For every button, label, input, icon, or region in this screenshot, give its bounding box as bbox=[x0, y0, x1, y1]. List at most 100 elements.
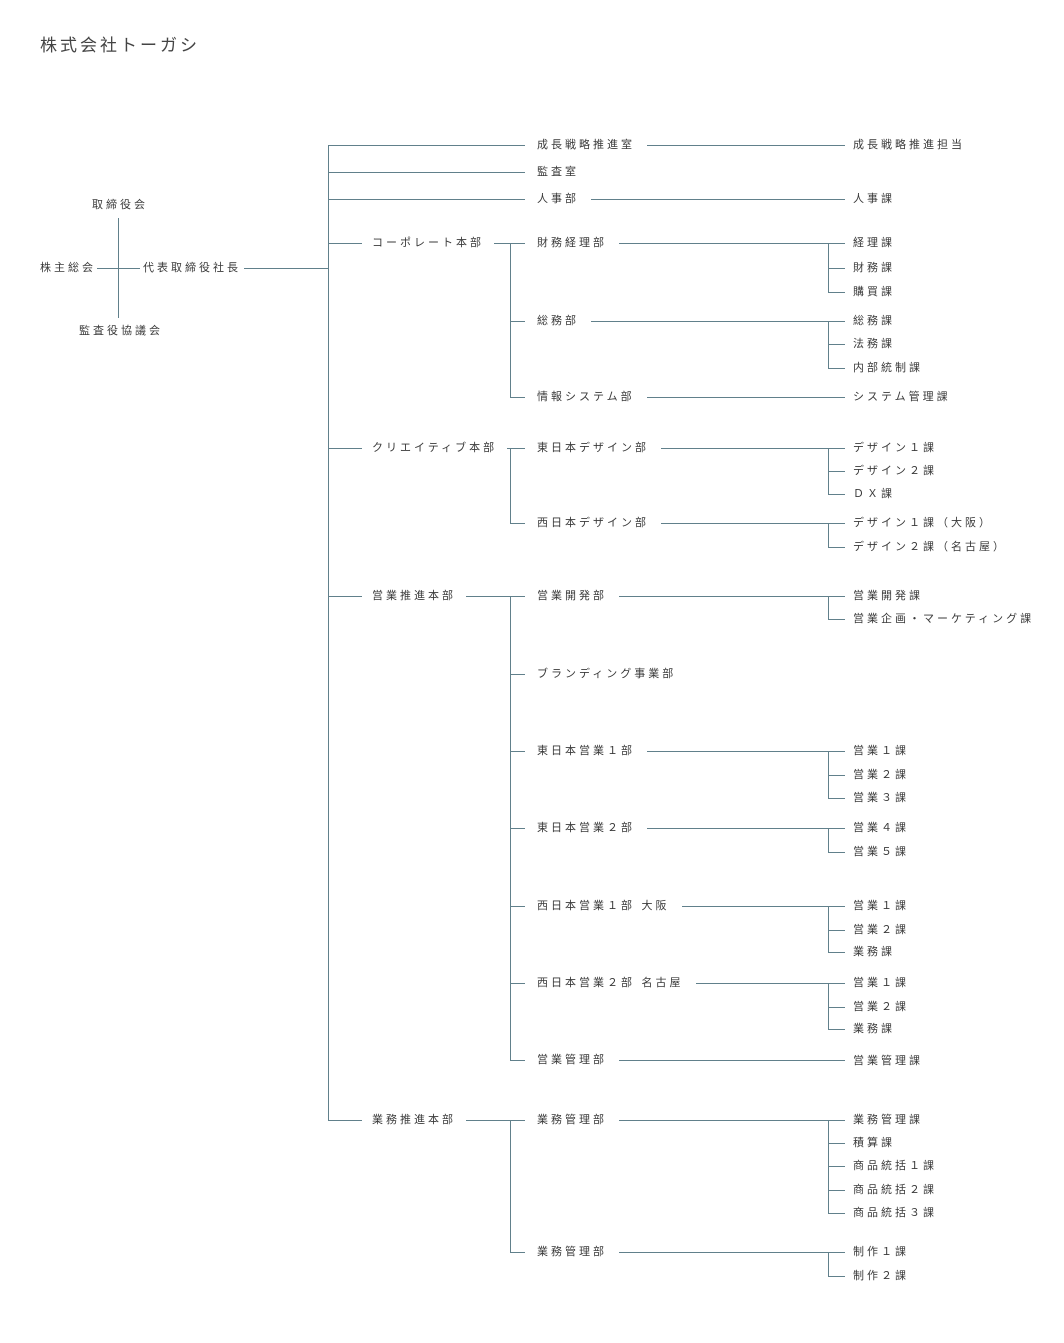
connector-line bbox=[466, 1119, 525, 1121]
department: 情報システム部 bbox=[537, 390, 635, 403]
connector-line bbox=[647, 144, 845, 146]
connector-line bbox=[591, 198, 845, 200]
section: 営業２課 bbox=[853, 1000, 909, 1013]
department: ブランディング事業部 bbox=[537, 667, 677, 680]
connector-line bbox=[510, 243, 511, 397]
connector-line bbox=[97, 267, 140, 269]
connector-line bbox=[828, 982, 845, 984]
division: コーポレート本部 bbox=[372, 236, 484, 249]
connector-line bbox=[828, 343, 845, 345]
section: 法務課 bbox=[853, 337, 895, 350]
connector-line bbox=[828, 447, 845, 449]
connector-line bbox=[828, 1142, 845, 1144]
department: 業務管理部 bbox=[537, 1113, 607, 1126]
connector-line bbox=[828, 291, 845, 293]
section: 営業１課 bbox=[853, 899, 909, 912]
department: 財務経理部 bbox=[537, 236, 607, 249]
connector-line bbox=[510, 448, 511, 523]
connector-line bbox=[828, 321, 829, 368]
department: 営業管理部 bbox=[537, 1053, 607, 1066]
section: デザイン１課（大阪） bbox=[853, 516, 993, 529]
connector-line bbox=[828, 828, 829, 852]
department: 営業開発部 bbox=[537, 589, 607, 602]
connector-line bbox=[328, 198, 525, 200]
connector-line bbox=[828, 1006, 845, 1008]
section: 内部統制課 bbox=[853, 361, 923, 374]
connector-line bbox=[328, 145, 329, 1121]
company-name: 株式会社トーガシ bbox=[40, 36, 200, 56]
section: 業務課 bbox=[853, 945, 895, 958]
section: 営業５課 bbox=[853, 845, 909, 858]
connector-line bbox=[510, 673, 525, 675]
section: 営業４課 bbox=[853, 821, 909, 834]
section: 営業１課 bbox=[853, 744, 909, 757]
division: クリエイティブ本部 bbox=[372, 441, 498, 454]
department: 総務部 bbox=[537, 314, 579, 327]
connector-line bbox=[661, 522, 828, 524]
connector-line bbox=[591, 320, 828, 322]
department: 西日本営業１部 大阪 bbox=[537, 899, 670, 912]
section: 財務課 bbox=[853, 261, 895, 274]
connector-line bbox=[328, 171, 525, 173]
office: 成長戦略推進室 bbox=[537, 138, 635, 151]
connector-line bbox=[828, 1165, 845, 1167]
connector-line bbox=[828, 618, 845, 620]
connector-line bbox=[828, 774, 845, 776]
section: 人事課 bbox=[853, 192, 895, 205]
department: 東日本デザイン部 bbox=[537, 441, 649, 454]
connector-line bbox=[828, 929, 845, 931]
connector-line bbox=[510, 1251, 525, 1253]
connector-line bbox=[507, 447, 525, 449]
office: 監査室 bbox=[537, 165, 579, 178]
connector-line bbox=[647, 827, 828, 829]
section: 成長戦略推進担当 bbox=[853, 138, 965, 151]
connector-line bbox=[328, 447, 362, 449]
connector-line bbox=[647, 396, 845, 398]
connector-line bbox=[466, 595, 525, 597]
connector-line bbox=[828, 797, 845, 799]
section: 営業開発課 bbox=[853, 589, 923, 602]
section: 営業３課 bbox=[853, 791, 909, 804]
section: 商品統括２課 bbox=[853, 1183, 937, 1196]
section: 制作２課 bbox=[853, 1269, 909, 1282]
section: 営業１課 bbox=[853, 976, 909, 989]
section: 営業管理課 bbox=[853, 1054, 923, 1067]
connector-line bbox=[510, 1120, 511, 1252]
connector-line bbox=[828, 595, 845, 597]
connector-line bbox=[619, 1251, 828, 1253]
connector-line bbox=[682, 905, 828, 907]
connector-line bbox=[828, 1275, 845, 1277]
section: 購買課 bbox=[853, 285, 895, 298]
section: 業務課 bbox=[853, 1022, 895, 1035]
connector-line bbox=[828, 983, 829, 1029]
department: 東日本営業１部 bbox=[537, 744, 635, 757]
connector-line bbox=[244, 267, 328, 269]
connector-line bbox=[494, 242, 525, 244]
section: 商品統括３課 bbox=[853, 1206, 937, 1219]
president: 代表取締役社長 bbox=[143, 261, 241, 274]
connector-line bbox=[828, 906, 829, 952]
connector-line bbox=[828, 951, 845, 953]
connector-line bbox=[619, 595, 828, 597]
board-of-directors: 取締役会 bbox=[92, 198, 148, 211]
section: 制作１課 bbox=[853, 1245, 909, 1258]
connector-line bbox=[328, 595, 362, 597]
connector-line bbox=[828, 750, 845, 752]
shareholders-meeting: 株主総会 bbox=[40, 261, 96, 274]
connector-line bbox=[828, 1212, 845, 1214]
audit-board: 監査役協議会 bbox=[79, 324, 163, 337]
division: 営業推進本部 bbox=[372, 589, 456, 602]
division: 業務推進本部 bbox=[372, 1113, 456, 1126]
section: ＤＸ課 bbox=[853, 487, 895, 500]
section: デザイン２課 bbox=[853, 464, 937, 477]
section: 営業２課 bbox=[853, 923, 909, 936]
connector-line bbox=[510, 396, 525, 398]
department: 西日本デザイン部 bbox=[537, 516, 649, 529]
connector-line bbox=[828, 546, 845, 548]
connector-line bbox=[696, 982, 828, 984]
connector-line bbox=[510, 905, 525, 907]
section: 業務管理課 bbox=[853, 1113, 923, 1126]
connector-line bbox=[828, 1028, 845, 1030]
section: 商品統括１課 bbox=[853, 1159, 937, 1172]
connector-line bbox=[828, 1189, 845, 1191]
